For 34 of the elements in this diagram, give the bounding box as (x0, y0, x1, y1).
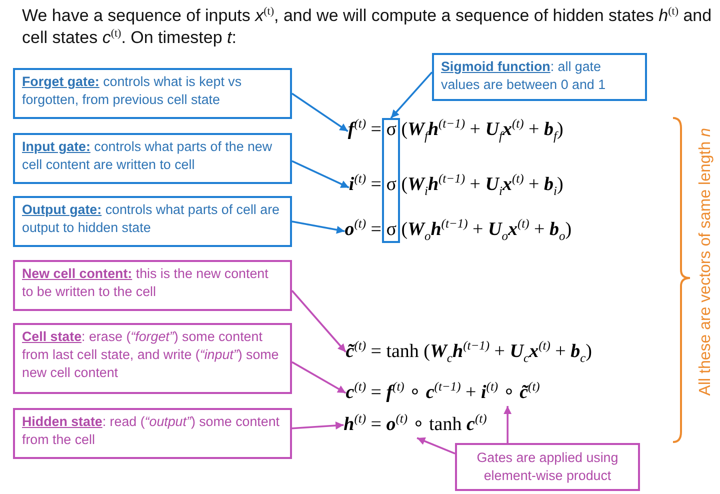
equation: c$^{(t)}$ = f$^{(t)}$ ∘ c$^{(t−1)}$ + i$^{(t)}$ ∘ c̃$^{(t)}$ (346, 380, 540, 406)
callout-box (13, 323, 292, 394)
callout-box (455, 443, 640, 491)
callout-text: Output gate: controls what parts of cell are output to hidden state (22, 201, 280, 237)
callout-box (13, 133, 292, 184)
arrow (390, 72, 433, 119)
callout-box (432, 53, 647, 101)
callout-box (13, 196, 292, 247)
callout-text: Input gate: controls what parts of the new cell content are written to cell (22, 138, 274, 174)
callout-box (13, 68, 292, 119)
callout-text: Sigmoid function: all gate values are between 0 and 1 (441, 58, 607, 94)
equation: h$^{(t)}$ = o$^{(t)}$ ∘ tanh c$^{(t)}$ (344, 412, 487, 438)
equation: c̃$^{(t)}$ = tanh (W$_{c}$h$^{(t−1)}$ + U$_{c}$x$^{(t)}$ + b$_{c}$) (346, 339, 592, 365)
intro-text: We have a sequence of inputs x$^{(t)}$, and we will compute a sequence of hidden states h$^{(t)}$ and cell states c$^{(t)}$. On timestep t: (22, 5, 713, 49)
callout-text: Gates are applied using element-wise product (476, 449, 620, 485)
callout-text: Forget gate: controls what is kept vs forgotten, from previous cell state (22, 73, 243, 109)
equation: f$^{(t)}$ = σ (W$_{f}$h$^{(t−1)}$ + U$_{f}$x$^{(t)}$ + b$_{f}$) (348, 117, 564, 143)
arrow (292, 160, 350, 188)
arrow (292, 92, 348, 132)
callout-box (13, 260, 292, 311)
callout-text: New cell content: this is the new content to be written to the cell (22, 265, 270, 301)
equation: o$^{(t)}$ = σ (W$_{o}$h$^{(t−1)}$ + U$_{o}$x$^{(t)}$ + b$_{o}$) (344, 217, 572, 243)
equation: i$^{(t)}$ = σ (W$_{i}$h$^{(t−1)}$ + U$_{i}$x$^{(t)}$ + b$_{i}$) (348, 172, 564, 198)
arrow (504, 406, 512, 443)
highlight-frame (382, 118, 400, 243)
callout-text: Hidden state: read (“output”) some content from the cell (22, 413, 281, 449)
arrow (291, 290, 346, 353)
arrow (292, 220, 345, 234)
callout-text: Cell state: erase (“forget”) some content from last cell state, and write (“input”) some new cell content (22, 328, 280, 382)
arrow (292, 422, 344, 430)
brace-label: All these are vectors of same length n (697, 128, 715, 396)
callout-box (13, 408, 292, 459)
arrow (416, 437, 456, 454)
arrow (292, 361, 346, 394)
